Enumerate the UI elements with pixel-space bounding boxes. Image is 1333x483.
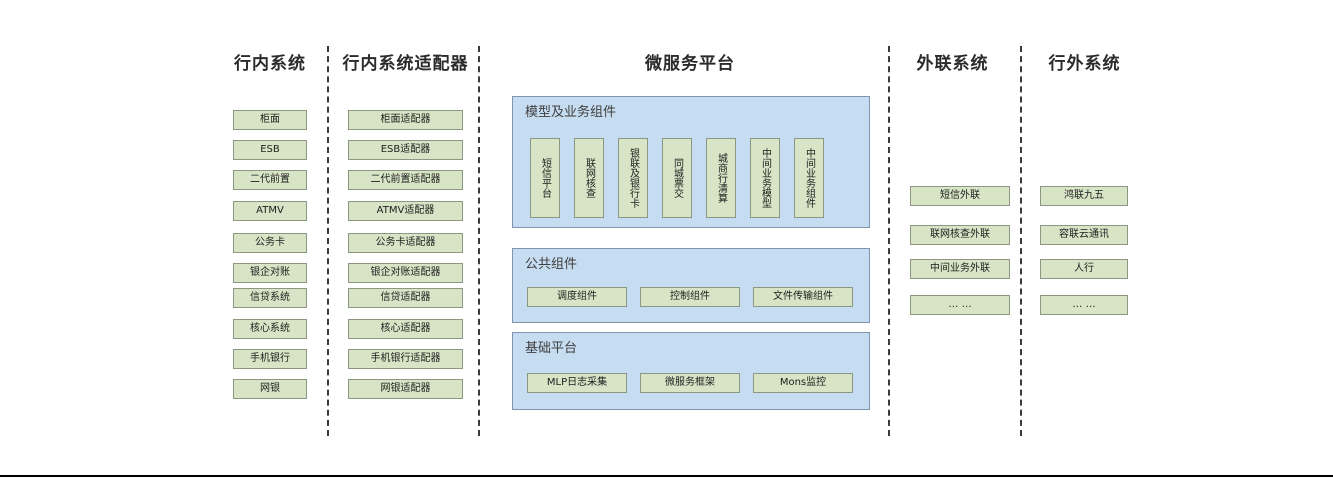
node-in-bank-system[interactable]: 银企对账	[233, 263, 307, 283]
node-model-component[interactable]: 城商行清算	[706, 138, 736, 218]
node-outside-bank-system[interactable]: … …	[1040, 295, 1128, 315]
node-base-platform-component[interactable]: 微服务框架	[640, 373, 740, 393]
node-outside-bank-system[interactable]: 鸿联九五	[1040, 186, 1128, 206]
node-model-component[interactable]: 中间业务模型	[750, 138, 780, 218]
node-in-bank-system[interactable]: 网银	[233, 379, 307, 399]
platform-title: 微服务平台	[645, 54, 735, 74]
column-title-in-bank-adapters: 行内系统适配器	[342, 54, 469, 74]
node-in-bank-adapter[interactable]: 公务卡适配器	[348, 233, 463, 253]
node-model-component[interactable]: 中间业务组件	[794, 138, 824, 218]
node-in-bank-system[interactable]: 二代前置	[233, 170, 307, 190]
group-title-model-business-components: 模型及业务组件	[525, 105, 617, 120]
node-in-bank-system[interactable]: ATMV	[233, 201, 307, 221]
column-title-in-bank-systems: 行内系统	[234, 54, 306, 74]
node-external-link-system[interactable]: … …	[910, 295, 1010, 315]
node-base-platform-component[interactable]: Mons监控	[753, 373, 853, 393]
node-in-bank-adapter[interactable]: 柜面适配器	[348, 110, 463, 130]
node-in-bank-system[interactable]: 手机银行	[233, 349, 307, 369]
node-external-link-system[interactable]: 中间业务外联	[910, 259, 1010, 279]
node-in-bank-adapter[interactable]: 信贷适配器	[348, 288, 463, 308]
node-model-component[interactable]: 短信平台	[530, 138, 560, 218]
group-public-components: 公共组件	[512, 248, 870, 323]
node-outside-bank-system[interactable]: 人行	[1040, 259, 1128, 279]
column-separator-2	[478, 46, 480, 436]
node-in-bank-adapter[interactable]: ESB适配器	[348, 140, 463, 160]
group-base-platform: 基础平台	[512, 332, 870, 410]
node-model-component[interactable]: 同城票交	[662, 138, 692, 218]
node-model-component[interactable]: 银联及银行卡	[618, 138, 648, 218]
node-in-bank-adapter[interactable]: ATMV适配器	[348, 201, 463, 221]
node-in-bank-system[interactable]: 信贷系统	[233, 288, 307, 308]
node-in-bank-system[interactable]: 公务卡	[233, 233, 307, 253]
node-public-component[interactable]: 调度组件	[527, 287, 627, 307]
group-title-base-platform: 基础平台	[525, 341, 578, 356]
bottom-divider	[0, 475, 1333, 477]
column-title-outside-bank-systems: 行外系统	[1048, 54, 1121, 74]
node-in-bank-adapter[interactable]: 网银适配器	[348, 379, 463, 399]
node-external-link-system[interactable]: 短信外联	[910, 186, 1010, 206]
node-in-bank-system[interactable]: 核心系统	[233, 319, 307, 339]
node-in-bank-adapter[interactable]: 手机银行适配器	[348, 349, 463, 369]
node-model-component[interactable]: 联网核查	[574, 138, 604, 218]
column-separator-3	[888, 46, 890, 436]
column-separator-1	[327, 46, 329, 436]
group-title-public-components: 公共组件	[525, 257, 578, 272]
node-outside-bank-system[interactable]: 容联云通讯	[1040, 225, 1128, 245]
node-base-platform-component[interactable]: MLP日志采集	[527, 373, 627, 393]
column-title-external-link-systems: 外联系统	[916, 54, 989, 74]
column-separator-4	[1020, 46, 1022, 436]
node-in-bank-system[interactable]: ESB	[233, 140, 307, 160]
node-external-link-system[interactable]: 联网核查外联	[910, 225, 1010, 245]
node-in-bank-adapter[interactable]: 核心适配器	[348, 319, 463, 339]
node-in-bank-adapter[interactable]: 银企对账适配器	[348, 263, 463, 283]
node-in-bank-system[interactable]: 柜面	[233, 110, 307, 130]
node-public-component[interactable]: 控制组件	[640, 287, 740, 307]
node-public-component[interactable]: 文件传输组件	[753, 287, 853, 307]
node-in-bank-adapter[interactable]: 二代前置适配器	[348, 170, 463, 190]
